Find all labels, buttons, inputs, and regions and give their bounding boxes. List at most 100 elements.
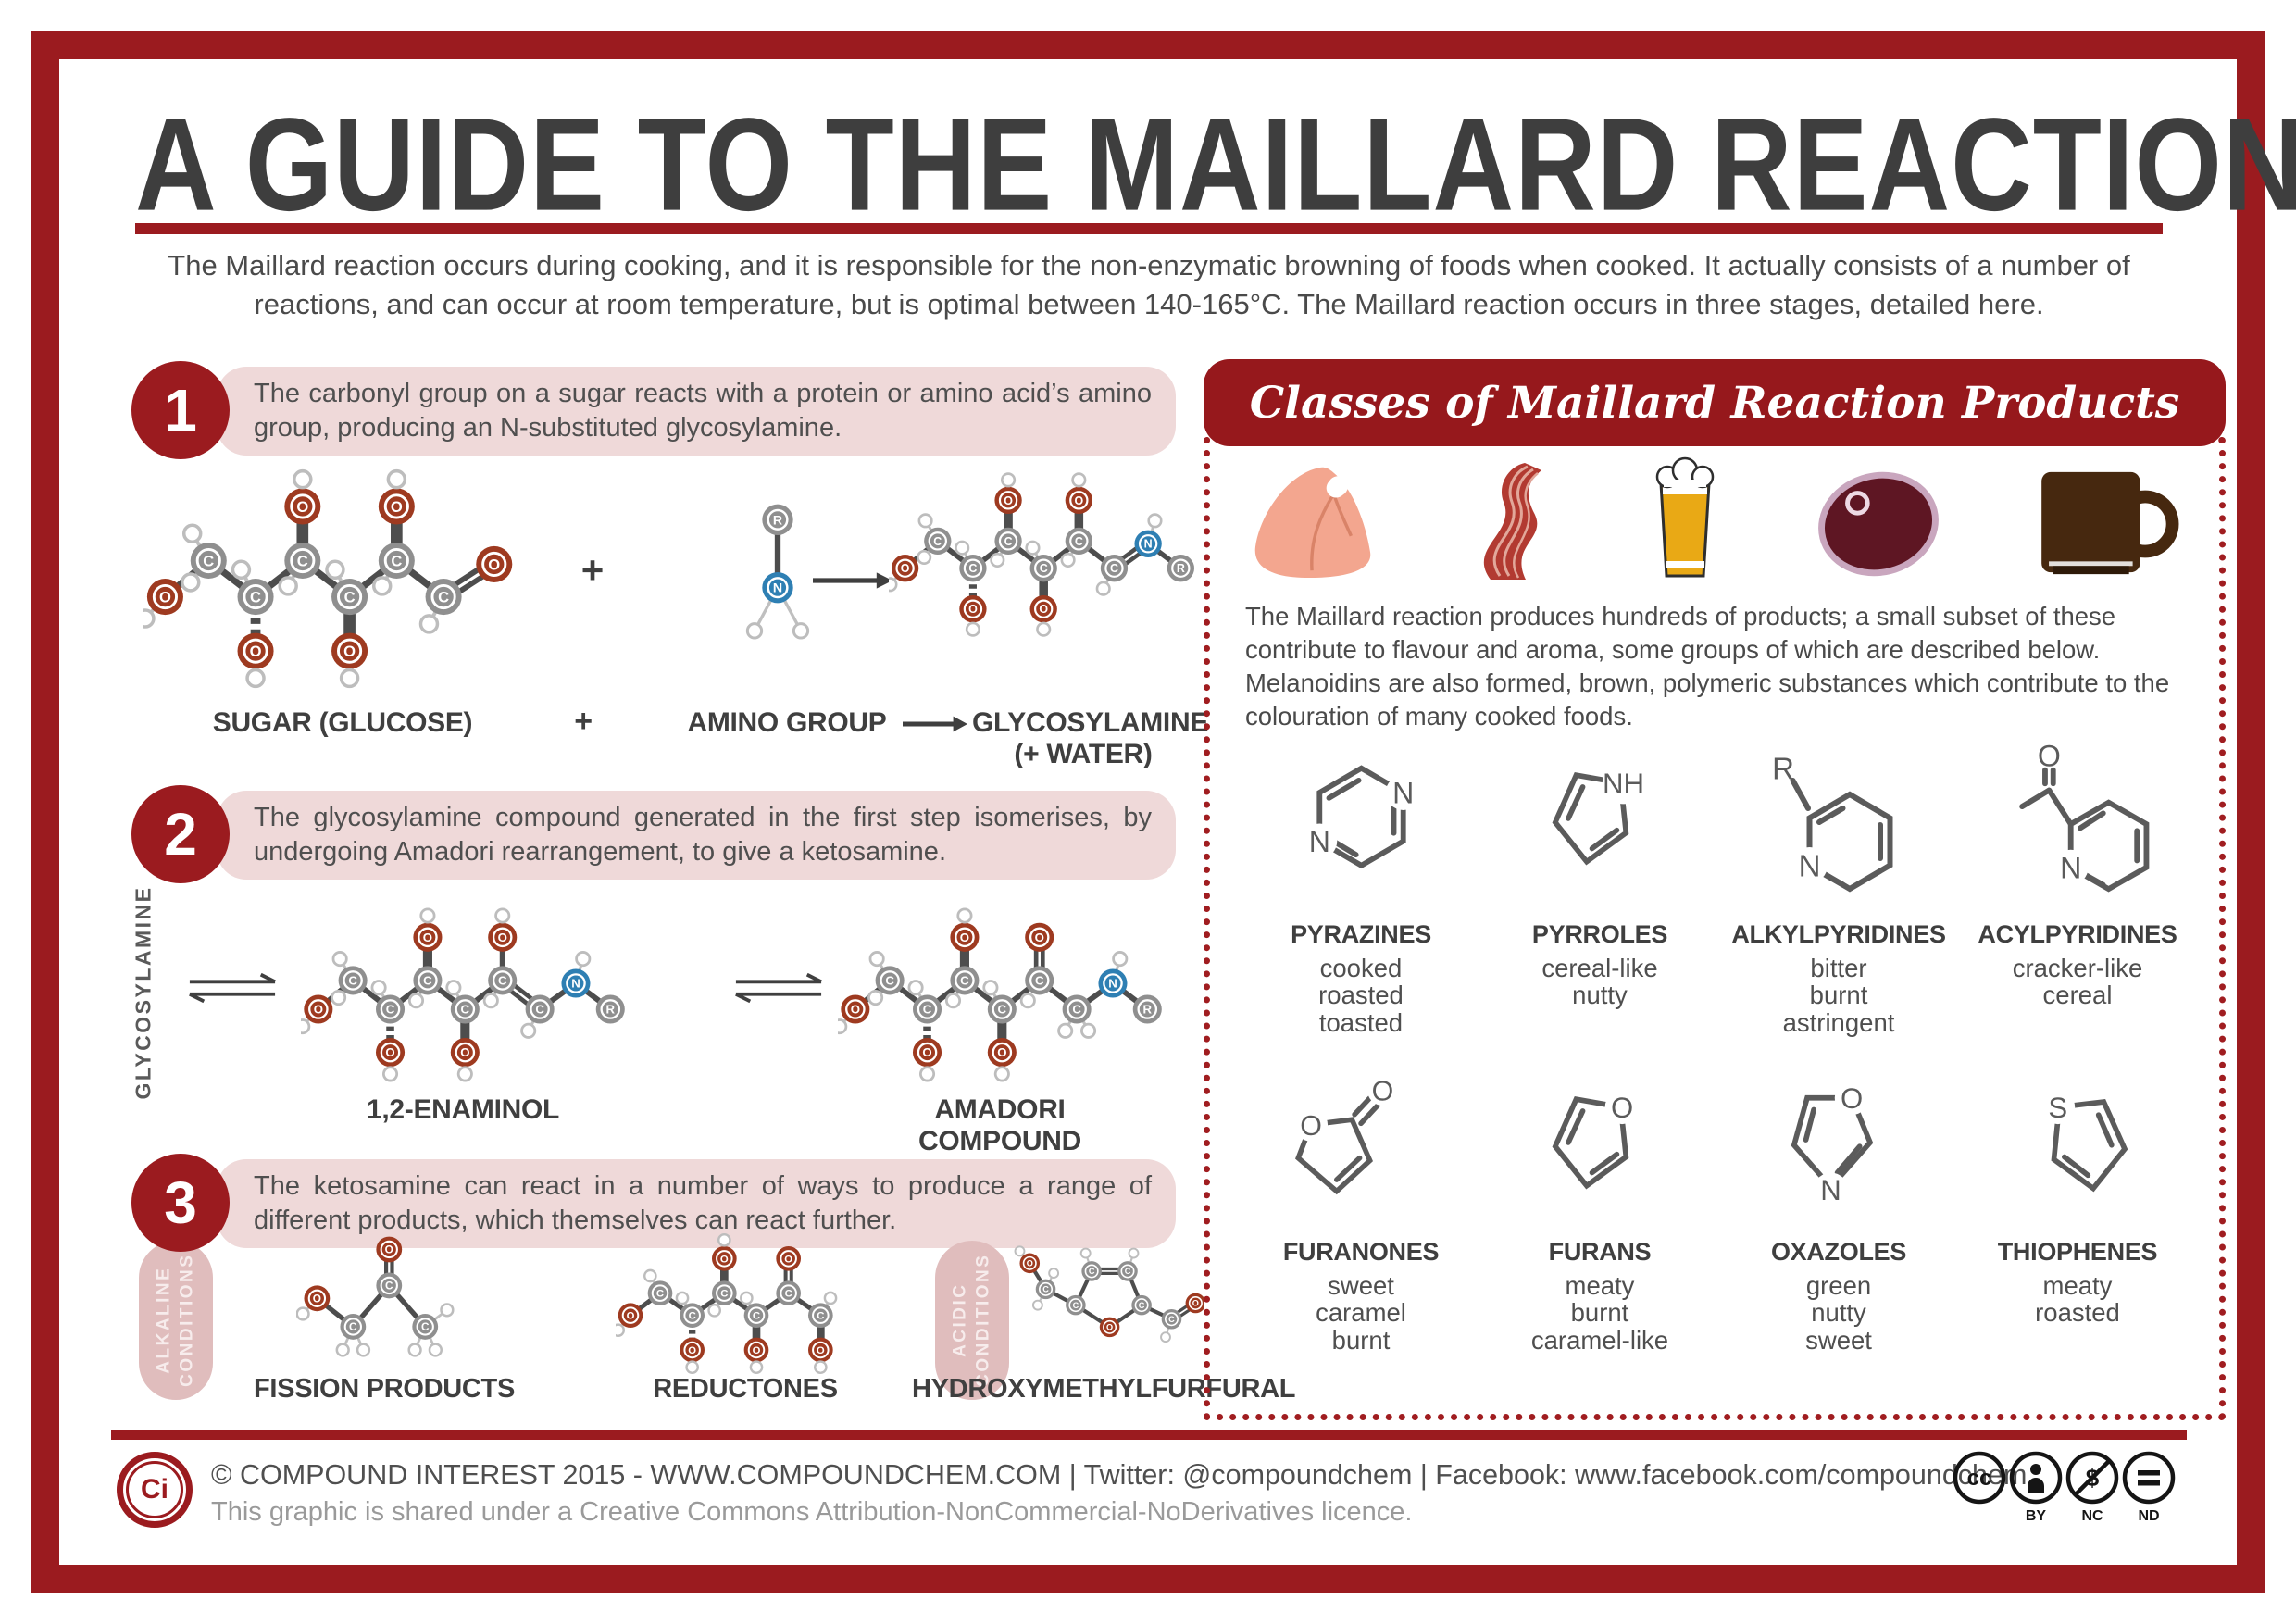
flavour-note: burnt [1331, 1325, 1391, 1355]
svg-text:BY: BY [2026, 1508, 2047, 1524]
svg-text:R: R [1143, 1003, 1153, 1017]
glycosylamine-label-line2: (+ WATER) [1014, 738, 1153, 769]
svg-text:O: O [296, 498, 308, 516]
oxazole-skeleton-icon: O N [1791, 1080, 1874, 1206]
flavour-note: sweet [1805, 1325, 1872, 1355]
step-3-badge: 3 [131, 1154, 230, 1252]
class-name: FURANS [1548, 1238, 1652, 1266]
svg-text:R: R [1177, 562, 1185, 575]
flavour-note: cereal [2042, 981, 2113, 1010]
svg-text:C: C [344, 588, 356, 606]
furanone-structure: O O [1278, 1063, 1444, 1234]
svg-text:O: O [997, 1045, 1006, 1059]
page-title: A GUIDE TO THE MAILLARD REACTION [135, 91, 2296, 238]
svg-text:C: C [438, 588, 449, 606]
flavour-note: nutty [1811, 1298, 1866, 1328]
class-name: OXAZOLES [1770, 1238, 1907, 1266]
svg-text:O: O [250, 643, 262, 660]
svg-text:R: R [606, 1003, 616, 1017]
plus-sign-label: + [574, 704, 593, 739]
svg-text:C: C [250, 588, 261, 606]
svg-text:O: O [1039, 603, 1048, 616]
svg-text:C: C [968, 562, 977, 575]
svg-text:O: O [922, 1045, 931, 1059]
svg-text:C: C [1075, 535, 1083, 548]
reaction-arrow-icon [813, 572, 892, 589]
class-name: THIOPHENES [1997, 1238, 2158, 1266]
step-2-number: 2 [164, 801, 197, 868]
furan-skeleton-icon: O [1552, 1089, 1640, 1190]
svg-text:R: R [1772, 752, 1794, 786]
class-name: ALKYLPYRIDINES [1731, 920, 1946, 948]
class-name: ACYLPYRIDINES [1978, 920, 2177, 948]
svg-text:O: O [343, 643, 356, 660]
flavour-note: green [1805, 1271, 1872, 1300]
steak-icon [1818, 471, 1940, 577]
svg-text:O: O [1074, 494, 1083, 507]
svg-text:O: O [817, 1345, 825, 1356]
svg-text:O: O [753, 1345, 761, 1356]
beer-icon [1655, 456, 1714, 578]
svg-text:C: C [535, 1003, 544, 1017]
glycosylamine-label-line1: GLYCOSYLAMINE [972, 707, 1209, 738]
class-name: PYRAZINES [1291, 920, 1431, 948]
svg-text:C: C [461, 1003, 470, 1017]
svg-text:C: C [1042, 1285, 1049, 1294]
flavour-note: cracker-like [2012, 954, 2143, 982]
svg-text:C: C [753, 1311, 760, 1322]
svg-text:C: C [203, 552, 214, 569]
svg-text:C: C [885, 974, 894, 988]
acylpyridine-skeleton-icon: O N [2019, 742, 2150, 892]
flavour-note: meaty [1565, 1271, 1635, 1300]
reductones-label: REDUCTONES [653, 1374, 838, 1404]
svg-text:ND: ND [2138, 1508, 2159, 1524]
svg-text:O: O [784, 1254, 792, 1265]
svg-text:O: O [1106, 1323, 1113, 1332]
svg-text:C: C [689, 1311, 696, 1322]
svg-text:O: O [460, 1045, 469, 1059]
by-person-icon [2030, 1464, 2041, 1475]
panel-description: The Maillard reaction produces hundreds … [1245, 602, 2170, 731]
equilibrium-arrow-icon [189, 972, 276, 1004]
svg-text:C: C [1072, 1003, 1081, 1017]
svg-text:O: O [851, 1003, 860, 1017]
svg-text:S: S [2048, 1092, 2067, 1124]
svg-text:O: O [1035, 931, 1044, 944]
svg-text:N: N [1108, 977, 1117, 991]
acidic-conditions-pill: ACIDIC CONDITIONS [935, 1241, 1009, 1400]
food-icons-row [1245, 450, 2185, 581]
step-3-description: The ketosamine can react in a number of … [217, 1159, 1176, 1248]
svg-text:O: O [314, 1003, 323, 1017]
acidic-line2: CONDITIONS [973, 1253, 992, 1388]
svg-text:O: O [627, 1311, 635, 1322]
furan-structure: O [1521, 1063, 1678, 1234]
amino-group-molecule: RN [745, 504, 810, 640]
svg-text:O: O [488, 556, 500, 573]
svg-text:C: C [1168, 1315, 1175, 1324]
svg-text:O: O [2038, 742, 2061, 772]
svg-text:C: C [1125, 1267, 1131, 1276]
svg-text:C: C [1004, 535, 1013, 548]
svg-text:N: N [1820, 1174, 1841, 1206]
panel-header: Classes of Maillard Reaction Products [1204, 359, 2226, 446]
pyrrole-skeleton-icon: NH [1552, 762, 1645, 866]
svg-text:R: R [773, 513, 782, 528]
flavour-note: nutty [1572, 981, 1628, 1010]
step-1-description: The carbonyl group on a sugar reacts wit… [217, 367, 1176, 456]
alkaline-conditions-pill: ALKALINE CONDITIONS [139, 1241, 213, 1400]
title-underline [135, 223, 2163, 234]
svg-text:C: C [720, 1289, 728, 1300]
roast-meat-icon [1254, 467, 1371, 579]
svg-text:O: O [1611, 1092, 1633, 1124]
